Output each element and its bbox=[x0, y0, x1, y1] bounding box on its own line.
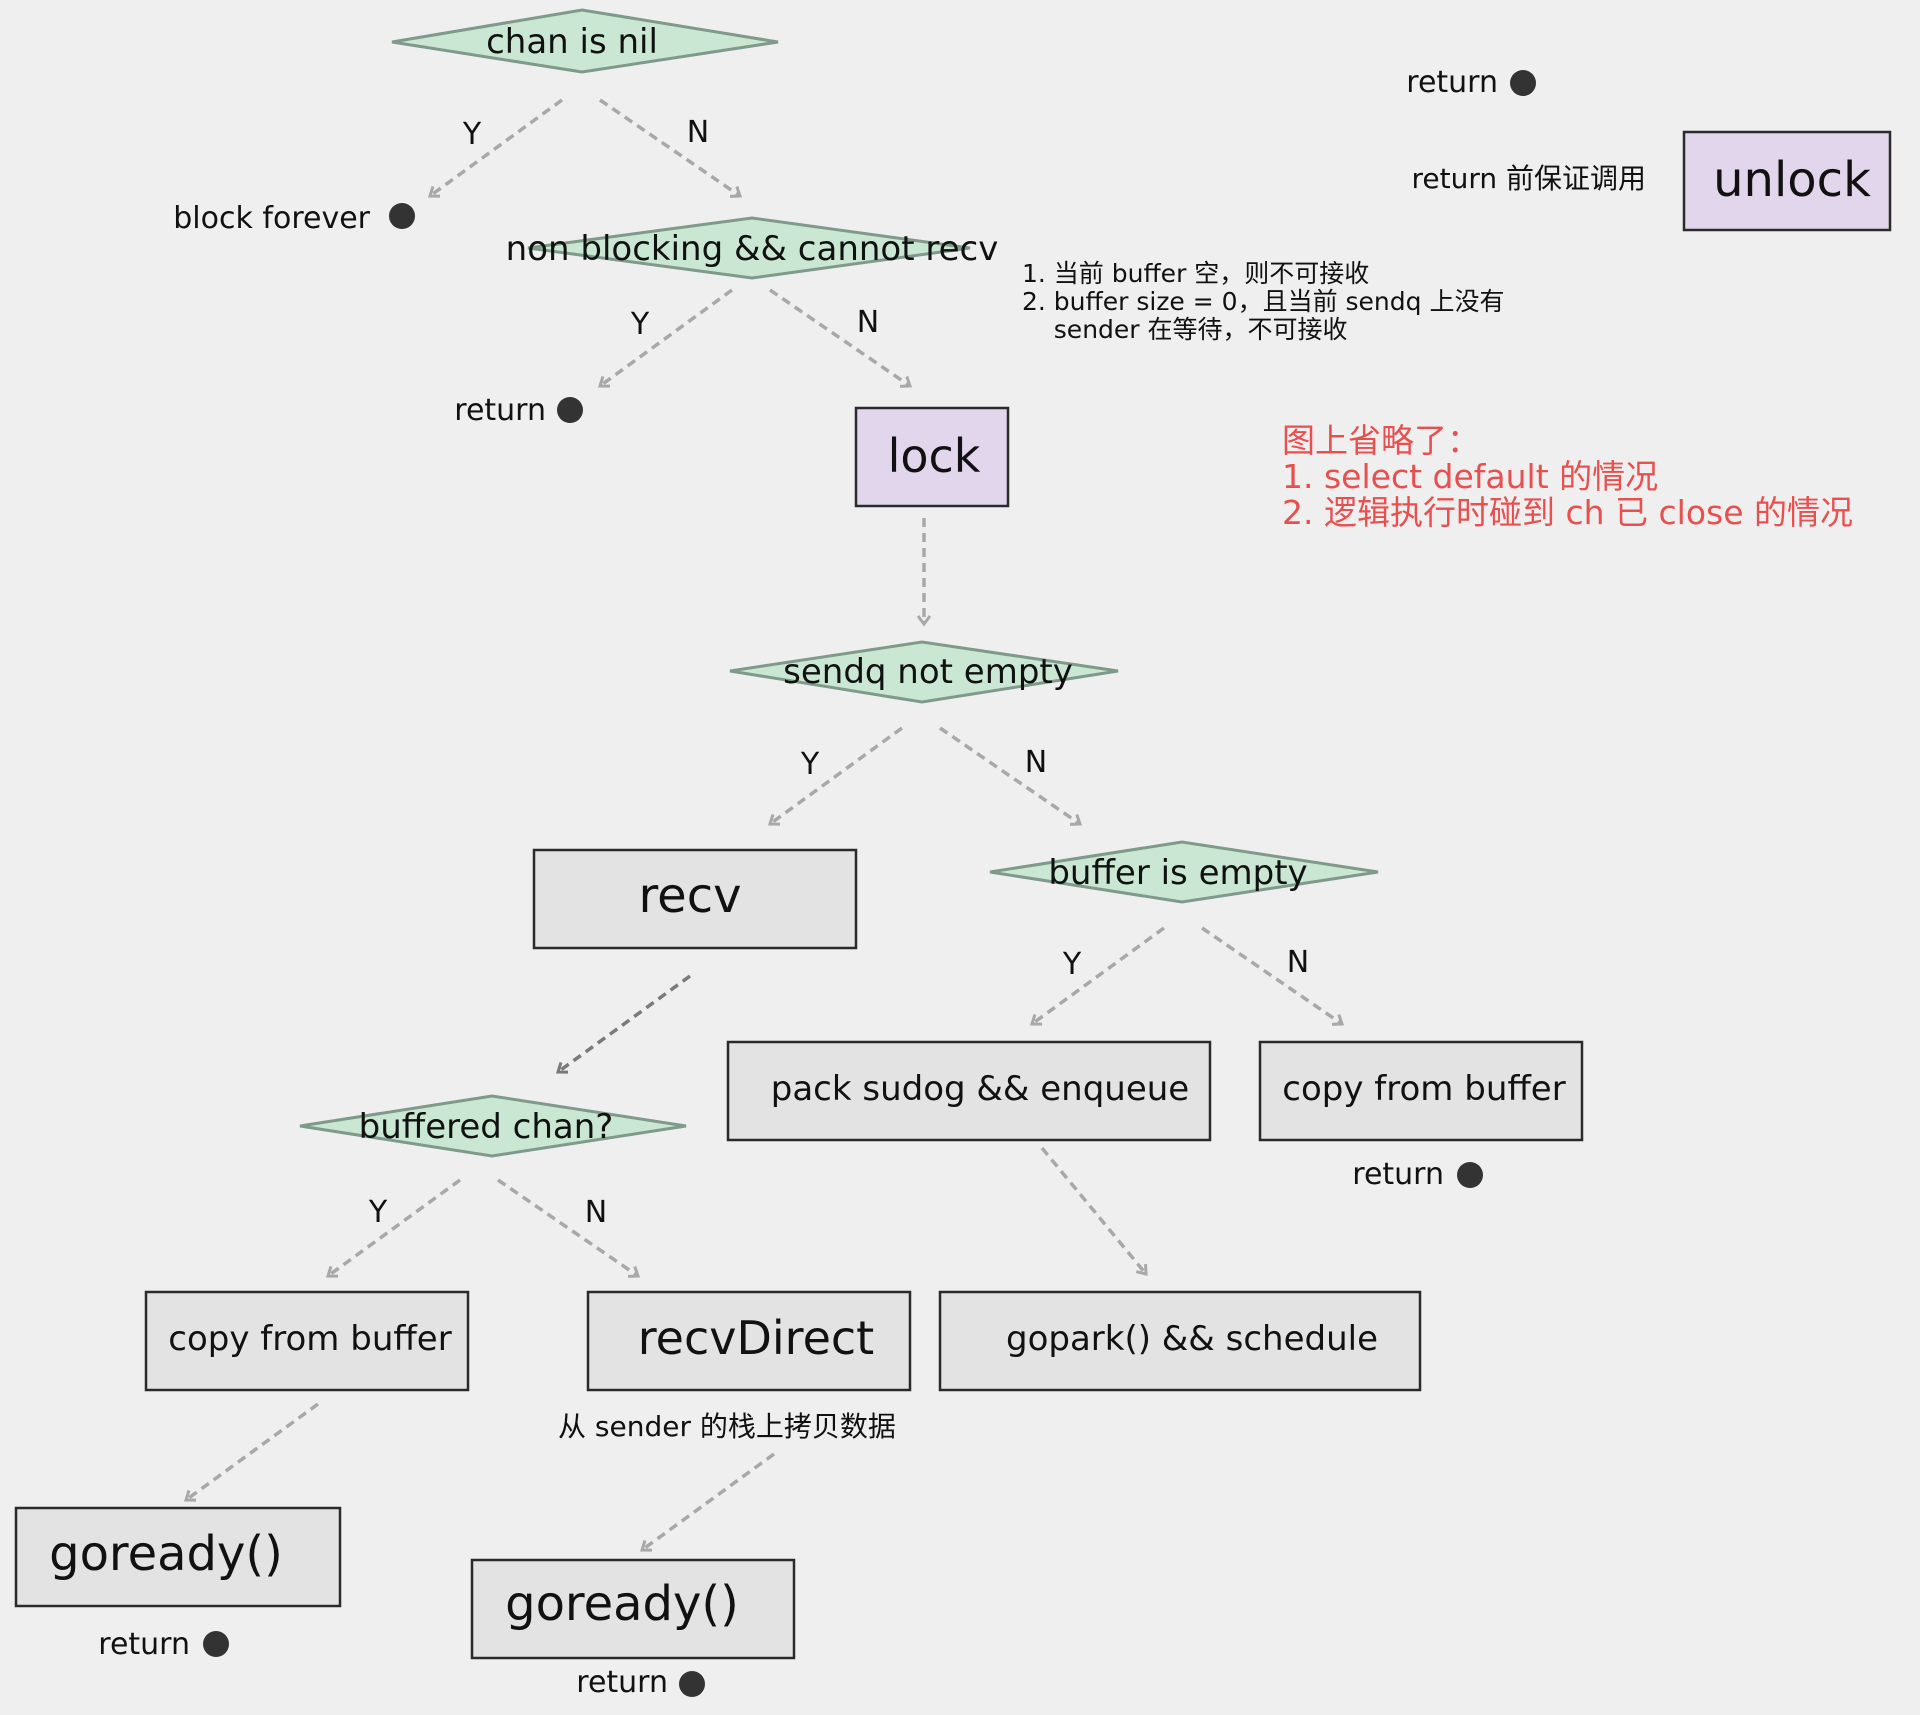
terminal-dot bbox=[203, 1631, 229, 1657]
connectors bbox=[183, 98, 1345, 1552]
arrow-buffer-empty-no bbox=[1201, 926, 1345, 1026]
arrow-recv-to-buffered bbox=[555, 974, 692, 1074]
return-label: return bbox=[98, 1627, 190, 1662]
label-yes-chan-nil: Y bbox=[462, 117, 482, 152]
note-omitted-line-1: 图上省略了： bbox=[1282, 421, 1480, 460]
terminal-return-non-blocking: return bbox=[454, 393, 583, 428]
arrow-non-blocking-yes bbox=[597, 288, 734, 388]
note-omitted: 图上省略了： 1. select default 的情况 2. 逻辑执行时碰到 … bbox=[1282, 421, 1853, 532]
arrow-buffered-no bbox=[497, 1178, 641, 1278]
arrow-sendq-no bbox=[939, 726, 1083, 826]
note-cannot-recv-line-1: 1. 当前 buffer 空，则不可接收 bbox=[1022, 259, 1369, 288]
note-cannot-recv: 1. 当前 buffer 空，则不可接收 2. buffer size = 0，… bbox=[1022, 259, 1504, 344]
box-gopark: gopark() && schedule bbox=[938, 1290, 1422, 1392]
box-copy-from-buffer-right-label: copy from buffer bbox=[1282, 1069, 1565, 1109]
box-gopark-label: gopark() && schedule bbox=[1006, 1319, 1378, 1359]
box-lock: lock bbox=[854, 406, 1010, 508]
note-cannot-recv-line-2: 2. buffer size = 0，且当前 sendq 上没有 bbox=[1022, 287, 1504, 316]
decision-buffered-chan-label: buffered chan? bbox=[359, 1107, 614, 1147]
label-yes-buffer-empty: Y bbox=[1062, 947, 1082, 982]
decision-buffer-is-empty: buffer is empty bbox=[989, 840, 1379, 904]
box-pack-sudog: pack sudog && enqueue bbox=[726, 1040, 1212, 1142]
decision-sendq-not-empty-label: sendq not empty bbox=[783, 652, 1073, 692]
return-label: return bbox=[454, 393, 546, 428]
note-omitted-line-2: 1. select default 的情况 bbox=[1282, 457, 1658, 496]
box-unlock-label: unlock bbox=[1713, 152, 1871, 208]
terminal-block-forever: block forever bbox=[173, 201, 415, 236]
box-recv-direct: recvDirect bbox=[586, 1290, 912, 1392]
arrow-chan-nil-yes bbox=[427, 98, 564, 198]
terminal-dot bbox=[557, 397, 583, 423]
note-cannot-recv-line-3: sender 在等待，不可接收 bbox=[1022, 315, 1348, 344]
arrow-buffer-empty-yes bbox=[1029, 926, 1166, 1026]
box-copy-from-buffer-left-label: copy from buffer bbox=[168, 1319, 451, 1359]
label-yes-buffered: Y bbox=[368, 1195, 388, 1230]
label-yes-sendq: Y bbox=[800, 747, 820, 782]
label-no-non-blocking: N bbox=[857, 305, 879, 340]
box-pack-sudog-label: pack sudog && enqueue bbox=[771, 1069, 1189, 1109]
terminal-return-copy-right: return bbox=[1352, 1157, 1483, 1192]
label-no-sendq: N bbox=[1025, 745, 1047, 780]
terminal-dot bbox=[1457, 1162, 1483, 1188]
box-unlock: unlock bbox=[1682, 130, 1892, 232]
box-goready-left: goready() bbox=[14, 1506, 342, 1608]
note-omitted-line-3: 2. 逻辑执行时碰到 ch 已 close 的情况 bbox=[1282, 493, 1853, 532]
label-no-buffer-empty: N bbox=[1287, 945, 1309, 980]
box-goready-left-label: goready() bbox=[49, 1526, 283, 1582]
terminal-dot bbox=[679, 1671, 705, 1697]
decision-sendq-not-empty: sendq not empty bbox=[729, 640, 1119, 704]
decision-chan-is-nil: chan is nil bbox=[391, 8, 779, 74]
terminal-dot bbox=[1510, 70, 1536, 96]
arrow-non-blocking-no bbox=[769, 288, 913, 388]
terminal-dot bbox=[389, 203, 415, 229]
recv-direct-note: 从 sender 的栈上拷贝数据 bbox=[558, 1410, 896, 1443]
box-recv-label: recv bbox=[638, 868, 741, 924]
box-copy-from-buffer-left: copy from buffer bbox=[144, 1290, 470, 1392]
branch-labels: Y N Y N Y N Y N Y N bbox=[368, 115, 1309, 1230]
label-yes-non-blocking: Y bbox=[630, 307, 650, 342]
box-lock-label: lock bbox=[888, 429, 981, 483]
label-no-chan-nil: N bbox=[687, 115, 709, 150]
terminal-return-goready-center: return bbox=[576, 1665, 705, 1700]
decision-non-blocking-label: non blocking && cannot recv bbox=[506, 229, 999, 269]
block-forever-label: block forever bbox=[173, 201, 370, 236]
terminal-return-top-right: return bbox=[1406, 65, 1536, 100]
arrow-pack-to-gopark bbox=[1040, 1146, 1148, 1276]
box-goready-center: goready() bbox=[470, 1558, 796, 1660]
arrow-chan-nil-no bbox=[599, 98, 743, 198]
decision-buffered-chan: buffered chan? bbox=[299, 1094, 687, 1158]
arrow-sendq-yes bbox=[767, 726, 904, 826]
label-no-buffered: N bbox=[585, 1195, 607, 1230]
box-recv-direct-label: recvDirect bbox=[638, 1311, 874, 1365]
arrow-direct-to-goready bbox=[639, 1452, 776, 1552]
decision-chan-is-nil-label: chan is nil bbox=[486, 22, 658, 62]
arrow-copy-to-goready bbox=[183, 1402, 320, 1502]
box-copy-from-buffer-right: copy from buffer bbox=[1258, 1040, 1584, 1142]
terminal-return-goready-left: return bbox=[98, 1627, 229, 1662]
return-label: return bbox=[1406, 65, 1498, 100]
box-recv: recv bbox=[532, 848, 858, 950]
box-goready-center-label: goready() bbox=[505, 1576, 739, 1632]
return-unlock-label: return 前保证调用 bbox=[1411, 162, 1646, 195]
decision-non-blocking: non blocking && cannot recv bbox=[506, 216, 999, 280]
decision-buffer-is-empty-label: buffer is empty bbox=[1048, 853, 1307, 893]
return-label: return bbox=[576, 1665, 668, 1700]
return-label: return bbox=[1352, 1157, 1444, 1192]
arrow-buffered-yes bbox=[325, 1178, 462, 1278]
